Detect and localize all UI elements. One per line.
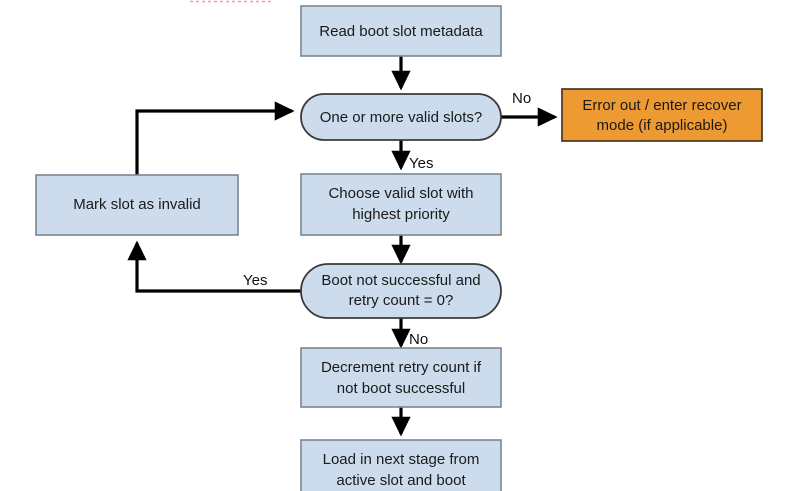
node-read-boot-slot-metadata[interactable]: Read boot slot metadata <box>300 5 502 57</box>
node-mark-slot-as-invalid-label: Mark slot as invalid <box>73 196 201 213</box>
node-one-or-more-valid-slots-label: One or more valid slots? <box>320 109 483 126</box>
edge-label-valid-yes: Yes <box>409 155 433 172</box>
node-error-out[interactable]: Error out / enter recover mode (if appli… <box>561 88 763 142</box>
edge-label-retry-no: No <box>409 331 428 348</box>
node-decrement-retry-count-label-line1: Decrement retry count if <box>321 359 482 376</box>
edge-label-retry-yes: Yes <box>243 272 267 289</box>
node-load-next-stage[interactable]: Load in next stage from active slot and … <box>300 439 502 491</box>
edge-label-valid-no: No <box>512 90 531 107</box>
connector-retry-yes-to-mark-invalid <box>127 240 301 293</box>
node-one-or-more-valid-slots[interactable]: One or more valid slots? <box>300 93 502 141</box>
node-load-next-stage-label-line2: active slot and boot <box>336 472 466 489</box>
node-decrement-retry-count[interactable]: Decrement retry count if not boot succes… <box>300 347 502 408</box>
node-decrement-retry-count-label-line2: not boot successful <box>337 380 465 397</box>
node-choose-valid-slot[interactable]: Choose valid slot with highest priority <box>300 173 502 236</box>
node-choose-valid-slot-label-line1: Choose valid slot with <box>328 185 473 202</box>
node-boot-not-successful-label-line1: Boot not successful and <box>321 272 480 289</box>
node-load-next-stage-label-line1: Load in next stage from <box>323 451 480 468</box>
node-error-out-label-line2: mode (if applicable) <box>597 117 728 134</box>
node-read-boot-slot-metadata-label: Read boot slot metadata <box>319 23 483 40</box>
node-choose-valid-slot-label-line2: highest priority <box>352 206 450 223</box>
node-boot-not-successful[interactable]: Boot not successful and retry count = 0? <box>300 263 502 319</box>
node-error-out-label-line1: Error out / enter recover <box>582 97 741 114</box>
node-mark-slot-as-invalid[interactable]: Mark slot as invalid <box>35 174 239 236</box>
connector-mark-invalid-to-valid <box>135 101 295 175</box>
node-boot-not-successful-label-line2: retry count = 0? <box>349 292 454 309</box>
